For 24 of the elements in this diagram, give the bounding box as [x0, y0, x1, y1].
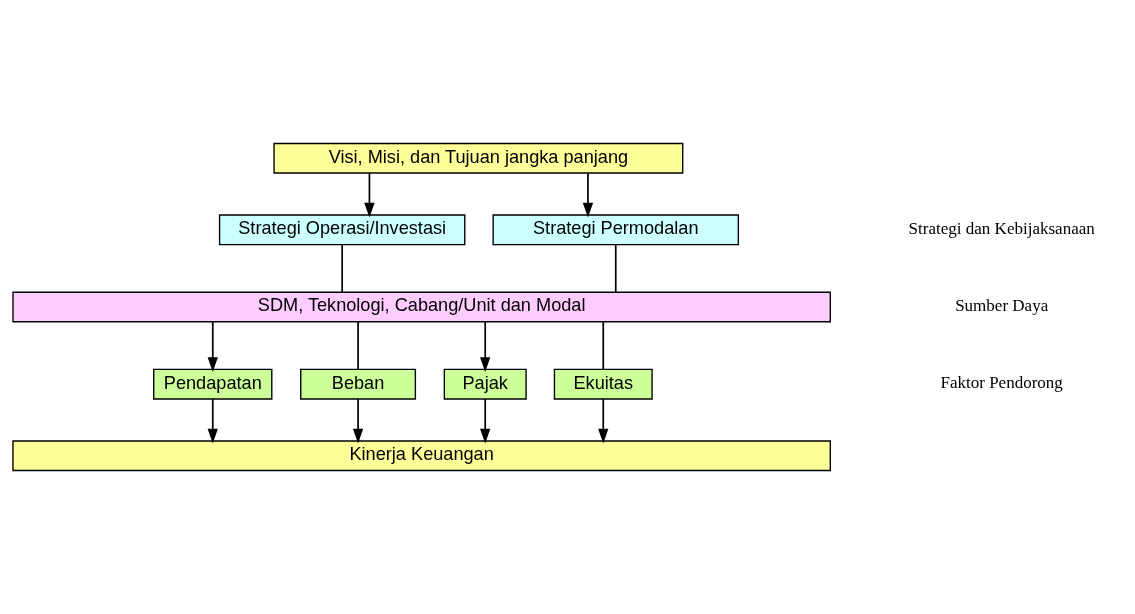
arrow — [598, 398, 609, 444]
connector — [614, 243, 617, 293]
connector — [602, 321, 605, 371]
arrow — [352, 398, 364, 444]
label: Strategi dan Kebijaksanaan — [908, 218, 1095, 238]
node-box: Strategi Operasi/Investasi — [218, 214, 466, 246]
node-box: Pendapatan — [153, 368, 273, 400]
node-box: Strategi Permodalan — [492, 214, 739, 246]
arrow — [364, 172, 375, 218]
arrow — [582, 172, 594, 218]
arrow — [207, 321, 218, 372]
connector — [357, 321, 359, 371]
node-box: Pajak — [443, 368, 527, 400]
arrow — [480, 398, 491, 444]
arrow — [207, 398, 218, 444]
connector — [341, 243, 344, 293]
node-box: Beban — [300, 368, 417, 400]
node-box: SDM, Teknologi, Cabang/Unit dan Modal — [12, 291, 831, 323]
node-box: Kinerja Keuangan — [12, 440, 831, 472]
node-box: Visi, Misi, dan Tujuan jangka panjang — [273, 142, 684, 174]
label: Faktor Pendorong — [940, 373, 1063, 393]
label: Sumber Daya — [955, 295, 1049, 315]
node-box: Ekuitas — [553, 368, 653, 400]
arrow — [480, 321, 491, 372]
